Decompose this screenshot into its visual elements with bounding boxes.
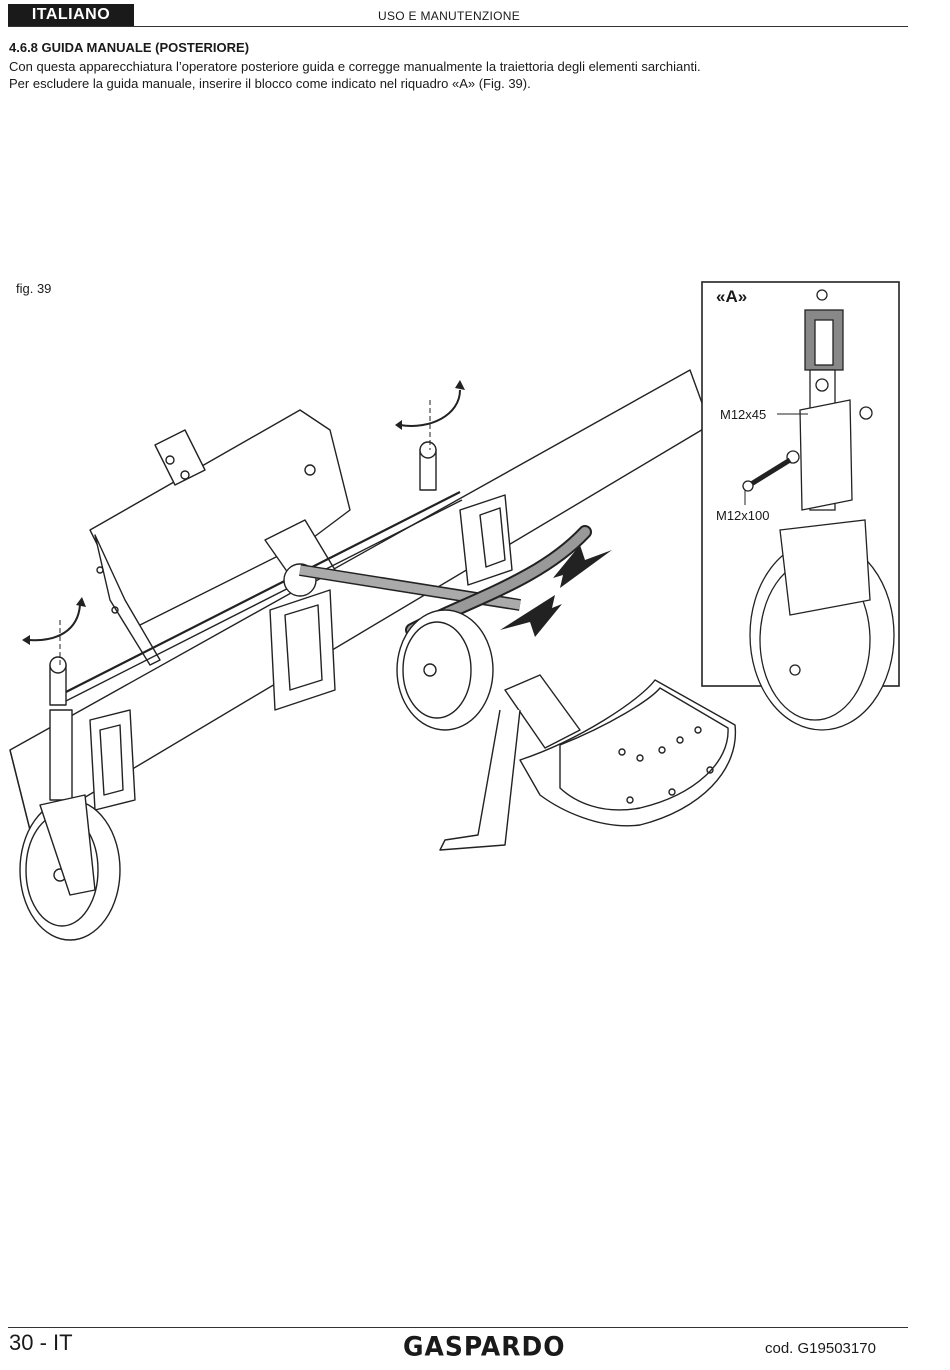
page-number: 30 - IT [9,1330,73,1355]
document-code: cod. G19503170 [765,1340,876,1357]
callout-m12x45: M12x45 [720,407,766,422]
operator-seat [519,679,737,827]
rear-wheel [396,609,494,731]
front-wheel [19,794,121,941]
mount-bracket-middle [269,563,336,711]
language-badge: ITALIANO [8,4,134,26]
footer-divider [8,1327,908,1328]
mount-bracket-right [419,441,513,586]
mount-bracket-left [49,656,136,811]
hitch-frame [89,409,351,666]
rotation-arrow-right [399,389,461,427]
callout-m12x100: M12x100 [716,508,769,523]
figure-label: fig. 39 [16,281,52,296]
header-title: USO E MANUTENZIONE [378,9,521,23]
inset-label: «A» [716,287,747,306]
motion-arrows [500,545,612,637]
inset-detail-a: «A» M12x45 M12x100 [701,281,900,731]
rotation-arrow-left [27,604,81,642]
cultivator-illustration: «A» M12x45 M12x100 [9,281,900,941]
brand-logo: GASPARDO [403,1331,566,1362]
body-paragraph: Con questa apparecchiatura l’operatore p… [9,59,701,74]
header-divider [8,26,908,27]
section-title: 4.6.8 GUIDA MANUALE (POSTERIORE) [9,40,250,55]
body-paragraph: Per escludere la guida manuale, inserire… [9,76,531,91]
